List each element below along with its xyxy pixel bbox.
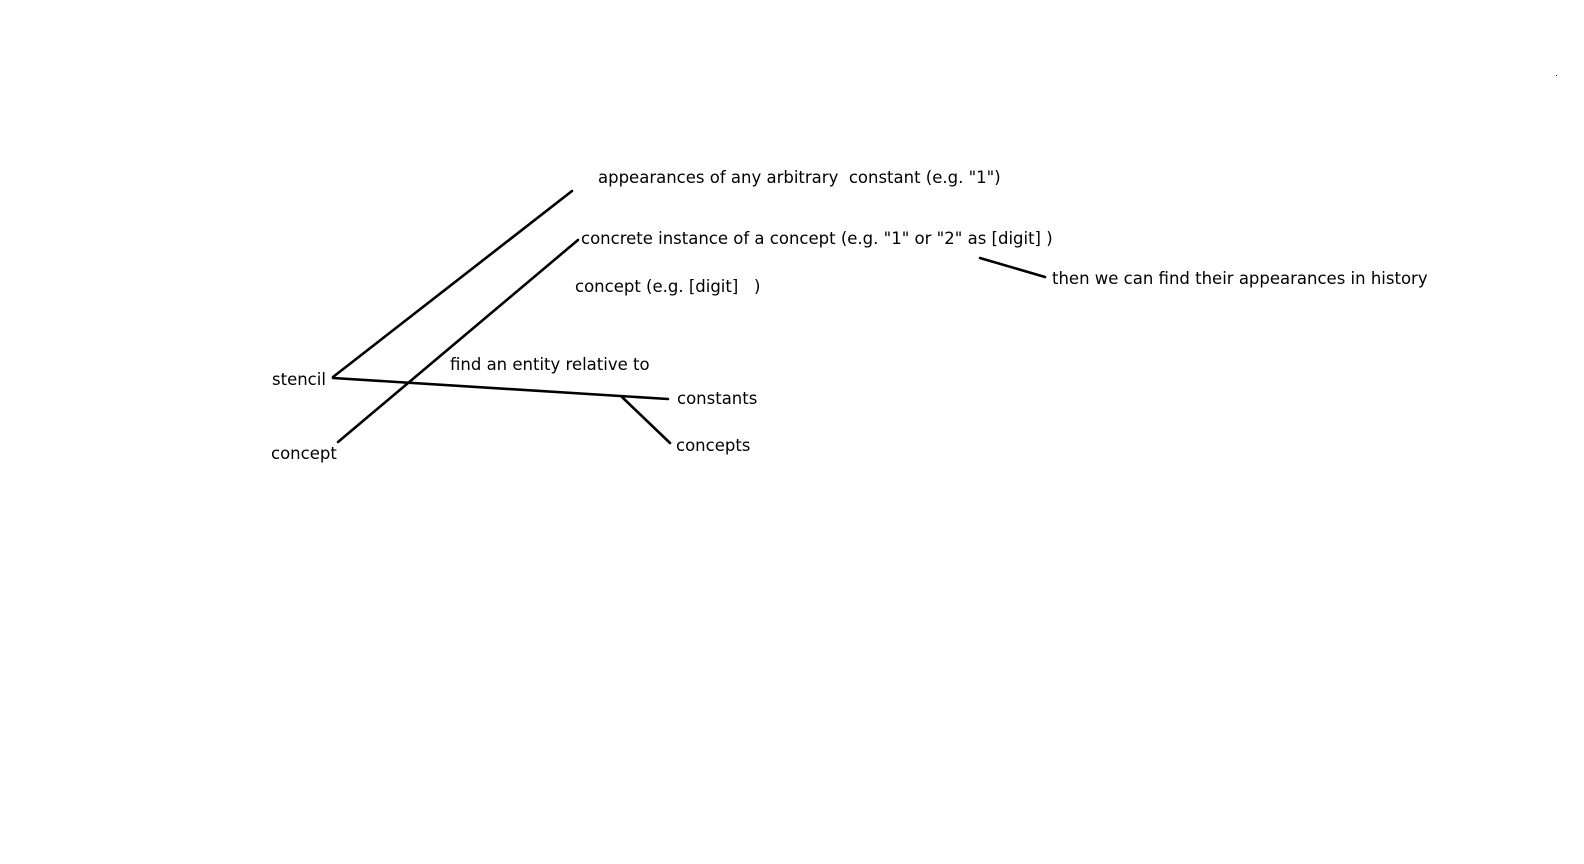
line-concept-to-concrete-instance: [336, 238, 580, 444]
line-branch-to-concepts: [620, 395, 672, 445]
line-stencil-to-constants: [331, 376, 670, 401]
label-find-entity-relative-to: find an entity relative to: [450, 355, 650, 374]
label-concept: concept: [271, 444, 337, 463]
label-constants: constants: [677, 389, 758, 408]
line-stencil-to-appearances: [331, 189, 574, 379]
label-concrete-instance: concrete instance of a concept (e.g. "1"…: [581, 229, 1053, 248]
label-concept-example: concept (e.g. [digit] ): [575, 277, 761, 296]
line-digit-to-history-note: [978, 256, 1047, 279]
label-find-appearances-in-history: then we can find their appearances in hi…: [1052, 269, 1428, 288]
label-concepts: concepts: [676, 436, 751, 455]
label-appearances-of-constant: appearances of any arbitrary constant (e…: [598, 168, 1001, 187]
stray-dot: [1556, 75, 1557, 76]
label-stencil: stencil: [272, 370, 326, 389]
